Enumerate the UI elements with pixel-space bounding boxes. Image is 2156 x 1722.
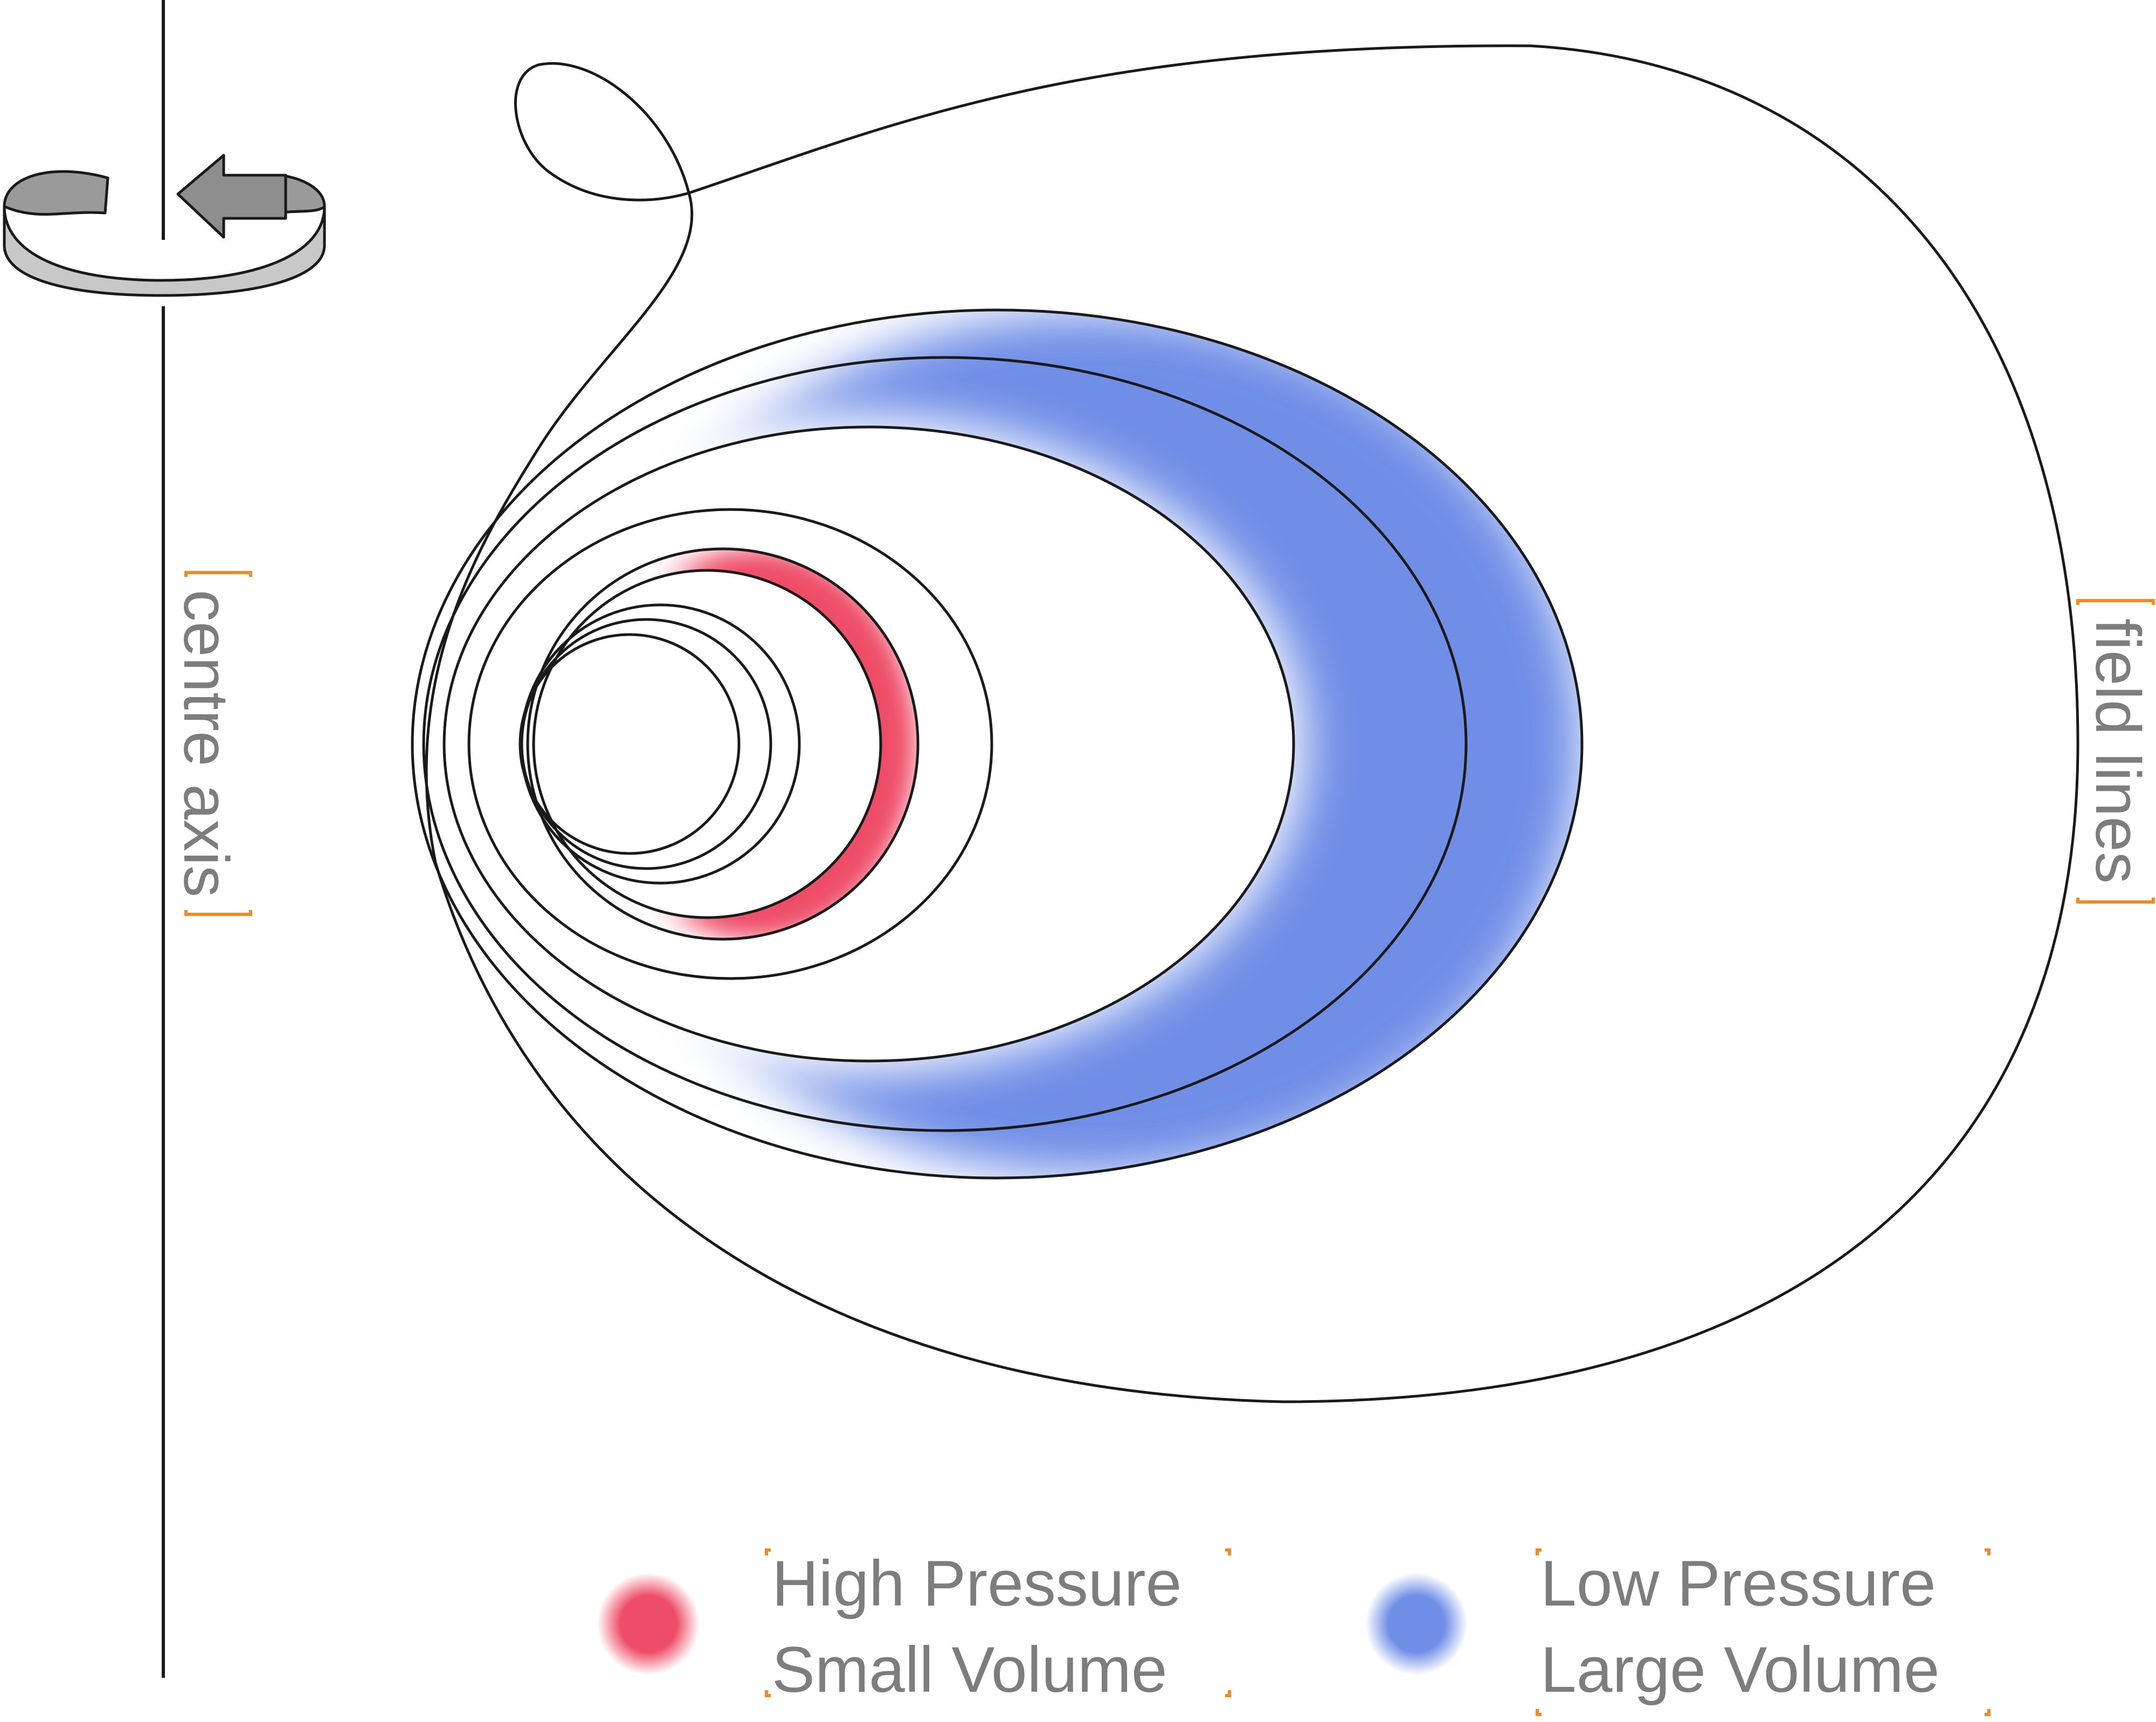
- high-pressure-region: [528, 549, 916, 939]
- legend-swatch-high-pressure: [597, 1573, 700, 1675]
- field-line-4: [467, 508, 993, 980]
- rotation-arrow-icon: [3, 154, 326, 297]
- outer-field-line: [425, 44, 2079, 1403]
- centre-axis-label: centre axis: [170, 590, 241, 898]
- field-line-3: [443, 425, 1295, 1063]
- field-line-6: [532, 569, 882, 919]
- legend-low-pressure-line2: Large Volume: [1540, 1634, 1940, 1706]
- field-lines: [411, 308, 1584, 1180]
- field-lines-label-group: field lines: [2076, 599, 2155, 904]
- centre-axis-label-group: centre axis: [170, 571, 252, 916]
- field-line-9: [519, 633, 741, 855]
- legend: High Pressure Small Volume Low Pressure …: [597, 1547, 1991, 1716]
- legend-swatch-low-pressure: [1365, 1573, 1468, 1675]
- legend-low-pressure-line1: Low Pressure: [1540, 1547, 1936, 1620]
- field-lines-label: field lines: [2082, 618, 2153, 884]
- field-line-1: [411, 308, 1584, 1180]
- field-line-5: [526, 547, 920, 941]
- legend-high-pressure-line1: High Pressure: [772, 1547, 1181, 1620]
- field-line-8: [520, 618, 772, 870]
- legend-item-high-pressure: High Pressure Small Volume: [597, 1547, 1231, 1706]
- low-pressure-region: [412, 313, 1582, 1175]
- legend-high-pressure-line2: Small Volume: [772, 1634, 1167, 1706]
- legend-item-low-pressure: Low Pressure Large Volume: [1365, 1547, 1991, 1716]
- field-line-2: [422, 356, 1468, 1132]
